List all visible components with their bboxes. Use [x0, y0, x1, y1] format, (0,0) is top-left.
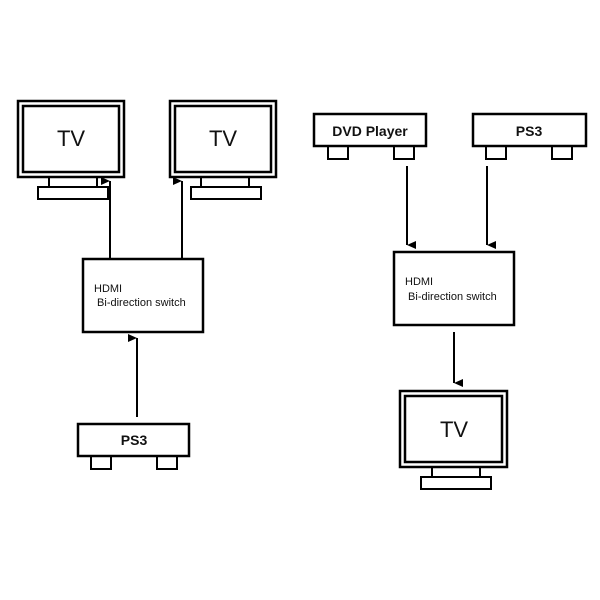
ps3-right-body — [471, 112, 588, 148]
tv-1-neck — [48, 176, 98, 188]
hdmi-switch-right: HDMI Bi-direction switch — [392, 250, 516, 327]
switch-right-line1: HDMI — [405, 276, 433, 288]
switch-right-line2: Bi-direction switch — [405, 291, 497, 303]
ps3-right-label: PS3 — [516, 123, 543, 139]
ps3-left-body — [76, 422, 191, 458]
switch-left-box — [81, 257, 205, 334]
tv-right-neck — [431, 466, 481, 478]
tv-1-screen — [21, 104, 121, 174]
tv-right-label: TV — [440, 417, 468, 442]
dvd-player-foot-1 — [327, 145, 349, 160]
ps3-left-foot-2 — [156, 455, 178, 470]
tv-1: TV — [16, 99, 126, 200]
ps3-left: PS3 — [76, 422, 191, 470]
tv-right-screen — [403, 394, 504, 464]
tv-2: TV — [168, 99, 278, 200]
hdmi-switch-left: HDMI Bi-direction switch — [81, 257, 205, 334]
dvd-player: DVD Player — [312, 112, 428, 160]
tv-1-label: TV — [57, 126, 85, 151]
ps3-right-foot-2 — [551, 145, 573, 160]
ps3-left-label: PS3 — [121, 432, 148, 448]
tv-right-stand — [420, 476, 492, 490]
ps3-right-foot-1 — [485, 145, 507, 160]
tv-2-neck — [200, 176, 250, 188]
switch-right-box — [392, 250, 516, 327]
dvd-player-body — [312, 112, 428, 148]
dvd-player-foot-2 — [393, 145, 415, 160]
tv-2-screen — [173, 104, 273, 174]
tv-right: TV — [398, 389, 509, 490]
tv-1-stand — [37, 186, 109, 200]
switch-left-line1: HDMI — [94, 283, 122, 295]
tv-2-stand — [190, 186, 262, 200]
tv-2-label: TV — [209, 126, 237, 151]
dvd-player-label: DVD Player — [332, 123, 408, 139]
ps3-right: PS3 — [471, 112, 588, 160]
ps3-left-foot-1 — [90, 455, 112, 470]
switch-left-line2: Bi-direction switch — [94, 297, 186, 309]
